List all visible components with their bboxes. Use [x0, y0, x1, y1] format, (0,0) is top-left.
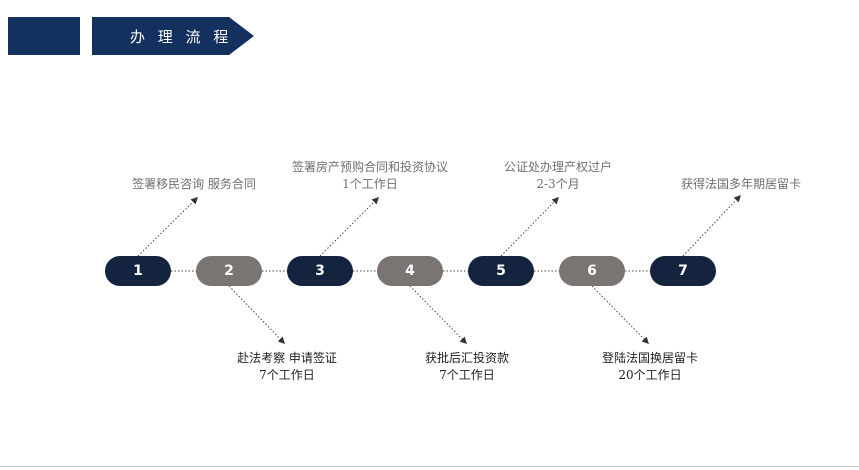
step-2-node: 2: [196, 256, 262, 286]
step-2-arrow: [228, 285, 285, 345]
step-6-line-1: 登陆法国换居留卡: [601, 351, 698, 365]
step-4-arrow: [409, 285, 467, 344]
step-1-label: 签署移民咨询 服务合同: [124, 176, 264, 193]
step-5-line-1: 公证处办理产权过户: [503, 160, 612, 174]
step-5-label: 公证处办理产权过户 2-3个月: [488, 159, 628, 193]
step-3-number: 3: [315, 263, 325, 279]
step-3-line-2: 1个工作日: [342, 177, 398, 191]
step-5-number: 5: [496, 263, 506, 279]
step-3-line-1: 签署房产预购合同和投资协议: [291, 160, 448, 174]
step-1-node: 1: [105, 256, 171, 286]
step-7-label: 获得法国多年期居留卡: [668, 176, 814, 193]
step-5-arrow: [500, 197, 559, 257]
step-4-label: 获批后汇投资款 7个工作日: [402, 350, 532, 384]
step-2-label: 赴法考察 申请签证 7个工作日: [222, 350, 352, 384]
header-title: 办 理 流 程: [92, 17, 254, 55]
step-3-label: 签署房产预购合同和投资协议 1个工作日: [285, 159, 455, 193]
step-6-node: 6: [559, 256, 625, 286]
step-7-arrow: [682, 194, 741, 257]
step-2-line-1: 赴法考察 申请签证: [237, 351, 337, 365]
header-block: [8, 17, 80, 55]
step-7-node: 7: [650, 256, 716, 286]
step-3-arrow: [319, 197, 379, 257]
step-5-line-2: 2-3个月: [536, 177, 580, 191]
step-2-line-2: 7个工作日: [259, 368, 315, 382]
step-4-number: 4: [405, 263, 415, 279]
step-1-number: 1: [133, 263, 143, 279]
step-5-node: 5: [468, 256, 534, 286]
step-4-line-2: 7个工作日: [439, 368, 495, 382]
step-2-number: 2: [224, 263, 234, 279]
step-3-node: 3: [287, 256, 353, 286]
step-7-number: 7: [678, 263, 688, 279]
step-6-number: 6: [587, 263, 597, 279]
step-4-line-1: 获批后汇投资款: [424, 351, 509, 365]
step-6-arrow: [591, 285, 649, 344]
step-6-line-2: 20个工作日: [618, 368, 682, 382]
step-1-line-1: 签署移民咨询 服务合同: [132, 177, 256, 191]
step-6-label: 登陆法国换居留卡 20个工作日: [585, 350, 715, 384]
step-1-arrow: [137, 197, 198, 257]
step-4-node: 4: [377, 256, 443, 286]
step-7-line-1: 获得法国多年期居留卡: [680, 177, 801, 191]
footer-divider: [0, 466, 859, 467]
